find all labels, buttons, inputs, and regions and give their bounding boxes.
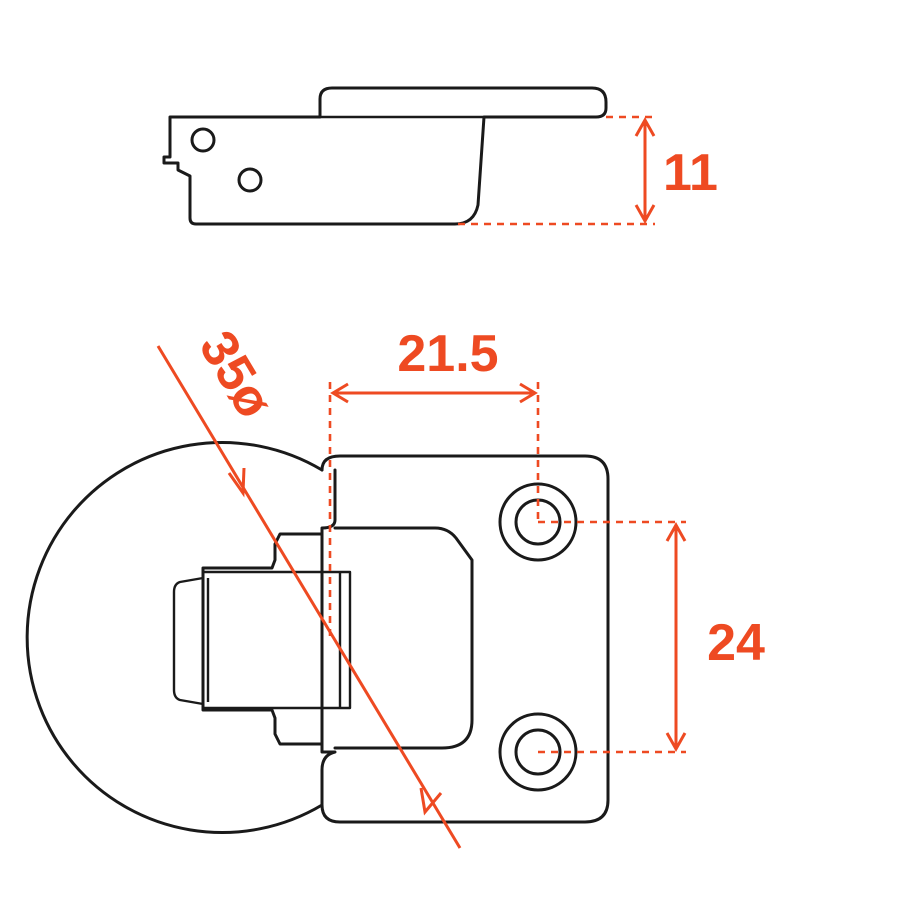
side-view-hole-lower xyxy=(237,167,263,193)
top-view-cup-outline xyxy=(25,441,324,834)
horizontal-arrowhead-left xyxy=(330,382,349,404)
diameter-dimension-label: 35ø xyxy=(188,321,284,428)
diameter-arrowhead-lower xyxy=(419,787,443,816)
diameter-line xyxy=(156,345,462,849)
side-view-base-plate xyxy=(162,86,608,226)
vertical-arrowhead-top xyxy=(665,521,687,542)
dimension-hole-spacing-horizontal: 21.5 xyxy=(328,325,540,640)
side-view-hole-upper xyxy=(190,127,216,153)
diameter-arrowhead-upper xyxy=(227,467,246,498)
top-view-arm-rib xyxy=(206,572,342,708)
height-dimension-label: 11 xyxy=(663,144,718,202)
top-view-hole-upper-ring xyxy=(498,482,578,562)
vertical-dimension-label: 24 xyxy=(707,614,765,672)
top-view-hole-lower-ring xyxy=(498,712,578,792)
dimension-hole-spacing-vertical: 24 xyxy=(538,520,765,754)
top-view-arm-channel xyxy=(201,532,324,746)
top-view-arm-body xyxy=(172,570,352,710)
vertical-arrowhead-bottom xyxy=(665,732,687,753)
hinge-top-view xyxy=(25,441,610,834)
dimension-height: 11 xyxy=(458,115,718,226)
top-view-hole-lower xyxy=(514,728,562,776)
horizontal-dimension-label: 21.5 xyxy=(397,325,498,383)
top-view-arm-inner xyxy=(333,526,474,750)
hinge-side-view xyxy=(162,86,608,226)
top-view-mounting-plate xyxy=(320,454,610,824)
height-arrowhead-bottom xyxy=(634,204,656,225)
horizontal-arrowhead-right xyxy=(519,382,538,404)
height-arrowhead-top xyxy=(634,116,656,137)
